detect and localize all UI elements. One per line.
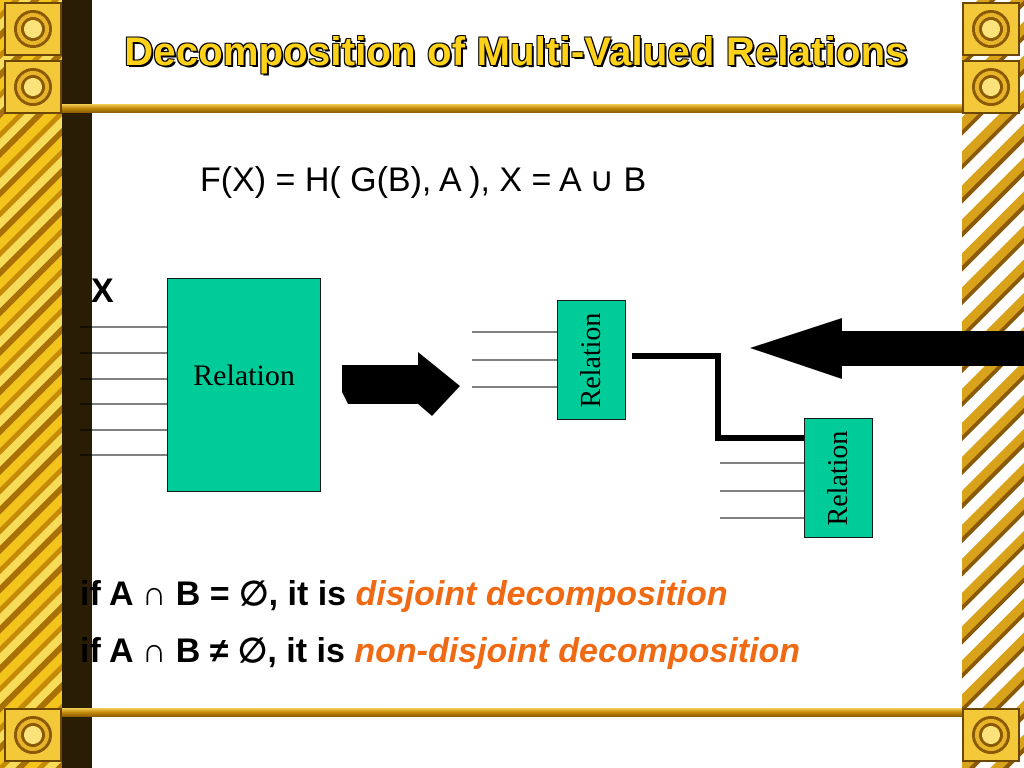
decomposition-formula: F(X) = H( G(B), A ), X = A ∪ B: [200, 161, 647, 199]
corner-knob-icon: [4, 2, 62, 56]
corner-knob-icon: [4, 708, 62, 762]
non-disjoint-condition-text: if A ∩ B ≠ ∅, it is: [80, 632, 355, 670]
non-disjoint-term: non-disjoint decomposition: [354, 632, 801, 670]
left-frame-strip: [0, 0, 62, 768]
top-frame-bar: [62, 104, 962, 113]
lower-relation-label: Relation: [822, 430, 854, 526]
upper-relation-label: Relation: [575, 312, 607, 408]
main-input-lines: [80, 326, 167, 456]
lower-relation-box: Relation: [804, 418, 873, 538]
main-relation-label: Relation: [193, 359, 295, 392]
output-arrow-icon: [750, 318, 1024, 379]
upper-relation-box: Relation: [557, 300, 626, 420]
corner-knob-icon: [962, 60, 1020, 114]
bottom-frame-bar: [62, 708, 962, 717]
disjoint-condition: if A ∩ B = ∅, it is disjoint decompositi…: [80, 574, 728, 614]
corner-knob-icon: [962, 2, 1020, 56]
corner-knob-icon: [962, 708, 1020, 762]
slide-title: Decomposition of Multi-Valued Relations: [124, 30, 908, 74]
transform-arrow-icon: [342, 352, 460, 416]
upper-input-lines: [472, 331, 557, 388]
connector-wire: [632, 353, 805, 441]
disjoint-condition-text: if A ∩ B = ∅, it is: [80, 575, 356, 613]
input-x-label: X: [91, 272, 114, 310]
corner-knob-icon: [4, 60, 62, 114]
main-relation-box: Relation: [167, 278, 321, 492]
right-frame-strip: [962, 0, 1024, 768]
lower-input-lines: [720, 462, 804, 519]
disjoint-term: disjoint decomposition: [355, 575, 728, 613]
non-disjoint-condition: if A ∩ B ≠ ∅, it is non-disjoint decompo…: [80, 631, 800, 671]
left-frame-shadow: [62, 0, 92, 768]
